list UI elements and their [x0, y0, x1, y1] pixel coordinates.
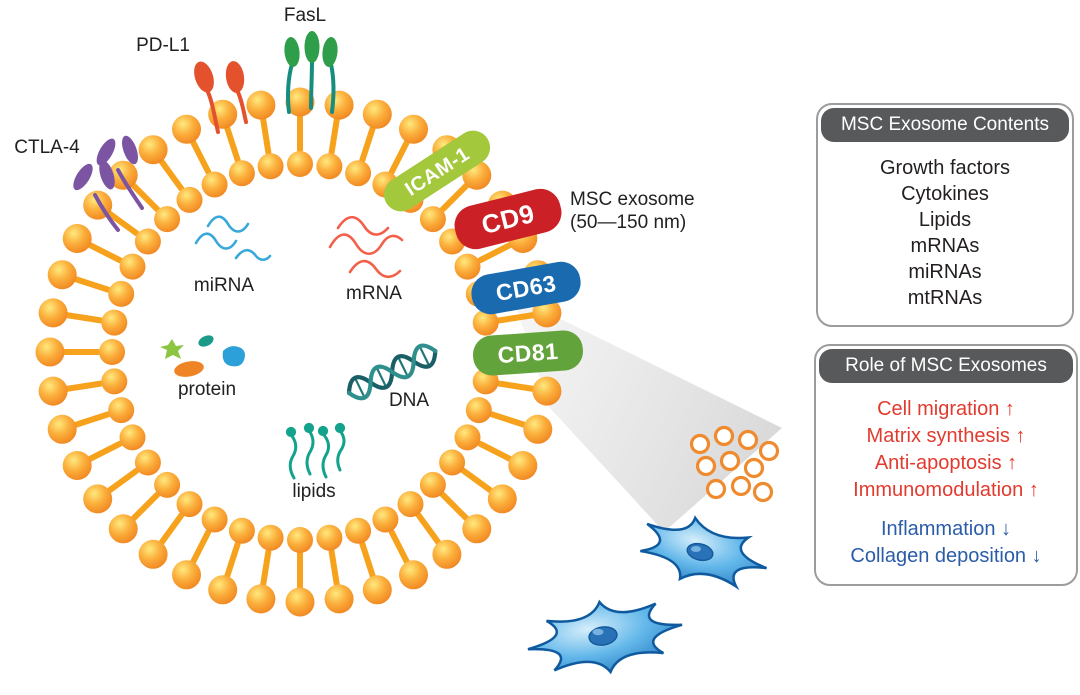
- mrna-icon: [328, 215, 404, 279]
- cd81-banner: CD81: [473, 330, 583, 376]
- role-down-item: Inflammation ↓: [880, 518, 1012, 540]
- exosome-size-label-line2: (50—150 nm): [570, 212, 686, 233]
- released-exosomes: [689, 425, 780, 503]
- cell-2: [522, 590, 687, 684]
- cell-1: [636, 507, 774, 599]
- protein-label: protein: [178, 379, 236, 400]
- contents-item: Growth factors: [879, 157, 1011, 179]
- exosome-size-label-line1: MSC exosome: [570, 189, 695, 210]
- roles-panel-body: Cell migration ↑ Matrix synthesis ↑ Anti…: [816, 386, 1076, 584]
- ctla4-label: CTLA-4: [14, 137, 80, 158]
- role-up-item: Immunomodulation ↑: [853, 479, 1039, 501]
- cd63-banner: CD63: [471, 261, 581, 315]
- fasl-label: FasL: [284, 5, 326, 26]
- dna-icon: [346, 343, 438, 401]
- mirna-icon: [194, 215, 272, 262]
- contents-item: Lipids: [918, 209, 972, 231]
- lipids-icon: [285, 422, 346, 480]
- fasl-icon: [284, 31, 338, 114]
- contents-item: Cytokines: [901, 183, 989, 205]
- pdl1-icon: [194, 61, 248, 134]
- dna-label: DNA: [389, 390, 429, 411]
- cd9-banner: CD9: [454, 188, 562, 250]
- role-down-item: Collagen deposition ↓: [850, 545, 1042, 567]
- contents-panel: MSC Exosome Contents Growth factors Cyto…: [816, 103, 1074, 327]
- ctla4-icon: [73, 135, 144, 232]
- roles-panel: Role of MSC Exosomes Cell migration ↑ Ma…: [814, 344, 1078, 586]
- role-up-item: Cell migration ↑: [877, 398, 1015, 420]
- contents-item: mtRNAs: [907, 287, 983, 309]
- contents-item: miRNAs: [908, 261, 982, 283]
- contents-panel-title: MSC Exosome Contents: [821, 108, 1069, 142]
- pdl1-label: PD-L1: [136, 35, 190, 56]
- roles-spacer: [820, 504, 1072, 516]
- lipids-label: lipids: [292, 481, 335, 502]
- cd81-label: CD81: [497, 338, 559, 368]
- mrna-label: mRNA: [346, 283, 402, 304]
- roles-panel-title: Role of MSC Exosomes: [819, 349, 1073, 383]
- contents-item: mRNAs: [910, 235, 980, 257]
- secretion-cone: [512, 295, 782, 532]
- protein-icon: [160, 335, 245, 377]
- role-up-item: Anti-apoptosis ↑: [874, 452, 1018, 474]
- role-up-item: Matrix synthesis ↑: [866, 425, 1026, 447]
- mirna-label: miRNA: [194, 275, 254, 296]
- contents-panel-body: Growth factors Cytokines Lipids mRNAs mi…: [818, 145, 1072, 325]
